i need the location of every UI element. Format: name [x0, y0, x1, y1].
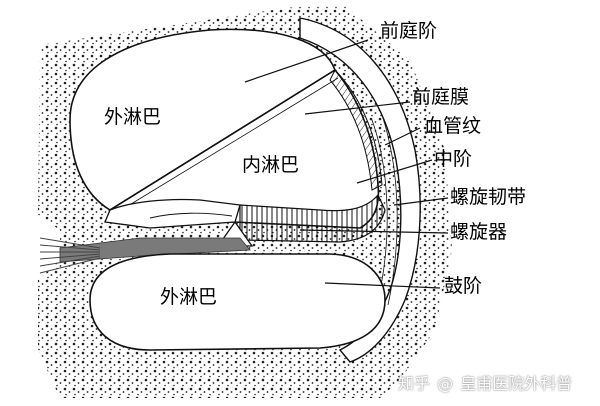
label-stria-vascularis: 血管纹 — [424, 115, 482, 137]
organ-of-corti — [239, 193, 386, 243]
label-vestibular-scala: 前庭阶 — [380, 20, 438, 42]
watermark-site: 知乎 — [398, 374, 431, 393]
label-spiral-ligament: 螺旋韧带 — [450, 186, 527, 208]
label-scala-media: 中阶 — [434, 148, 473, 170]
at-icon: @ — [437, 374, 454, 393]
reissner-membrane-line — [109, 69, 336, 211]
leader-lines — [244, 39, 449, 289]
label-perilymph-top: 外淋巴 — [104, 106, 162, 128]
label-perilymph-bottom: 外淋巴 — [160, 286, 218, 308]
label-organ-of-corti: 螺旋器 — [450, 221, 508, 243]
label-scala-tympani: 鼓阶 — [444, 275, 483, 297]
stria-vascularis — [329, 69, 383, 191]
watermark-author: 皇甫医院外科普 — [460, 374, 573, 393]
scala-tympani — [89, 253, 386, 351]
osseous-spiral-lamina — [59, 237, 251, 263]
label-reissner-membrane: 前庭膜 — [412, 86, 470, 108]
watermark: 知乎 @ 皇甫医院外科普 — [398, 370, 572, 394]
scala-vestibuli — [69, 28, 336, 211]
label-endolymph: 内淋巴 — [242, 154, 300, 176]
